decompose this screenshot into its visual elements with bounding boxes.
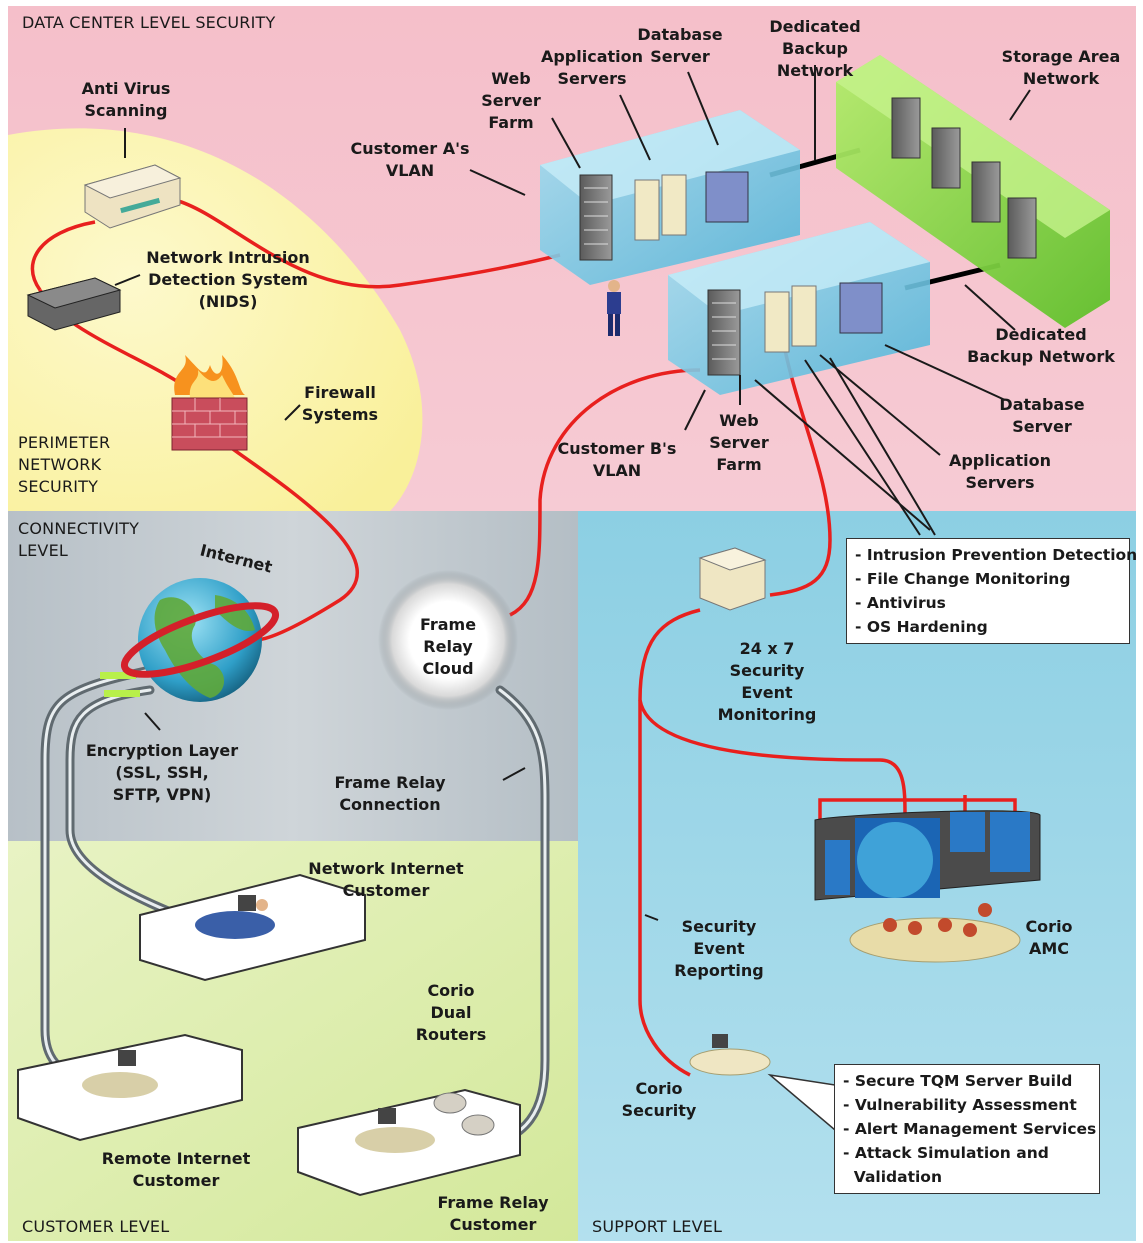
security-service-item: Validation bbox=[843, 1168, 942, 1186]
encryption-layer-label: Encryption Layer (SSL, SSH, SFTP, VPN) bbox=[85, 741, 239, 804]
customer-b-vlan-label: Customer B's VLAN bbox=[557, 439, 677, 480]
anti-virus-label: Anti Virus Scanning bbox=[81, 79, 171, 120]
remote-internet-customer-label: Remote Internet Customer bbox=[101, 1149, 251, 1190]
security-service-item: - Alert Management Services bbox=[843, 1120, 1097, 1138]
encryption-tunnel-icon bbox=[100, 672, 136, 679]
nids-label: Network Intrusion Detection System (NIDS… bbox=[146, 248, 310, 311]
storage-rack-icon bbox=[891, 97, 1037, 259]
frame-relay-connection-label: Frame Relay Connection bbox=[334, 773, 446, 814]
security-event-reporting-label: Security Event Reporting bbox=[674, 917, 764, 980]
cloud-icon bbox=[378, 570, 518, 710]
web-server-farm-b-label: Web Server Farm bbox=[709, 411, 769, 474]
storage-area-network-label: Storage Area Network bbox=[1001, 47, 1121, 88]
network-internet-customer-label: Network Internet Customer bbox=[308, 859, 464, 900]
monitoring-wall-icon bbox=[814, 810, 1041, 963]
server-features-box: - Intrusion Prevention Detection - File … bbox=[846, 538, 1138, 644]
globe-icon bbox=[120, 578, 280, 702]
router-icon bbox=[433, 1092, 495, 1136]
nids-appliance-icon bbox=[26, 277, 122, 331]
web-server-farm-a-label: Web Server Farm bbox=[481, 69, 541, 132]
firewall-icon bbox=[171, 355, 248, 451]
corio-dual-routers-label: Corio Dual Routers bbox=[415, 981, 487, 1044]
security-guard-icon bbox=[607, 280, 621, 336]
server-rack-icon bbox=[579, 171, 749, 261]
database-server-a-label: Database Server bbox=[637, 25, 723, 66]
server-rack-icon bbox=[707, 282, 883, 376]
security-service-item: - Attack Simulation and bbox=[843, 1144, 1049, 1162]
network-links bbox=[30, 198, 1017, 1077]
support-level-title: SUPPORT LEVEL bbox=[592, 1217, 723, 1236]
security-event-monitoring-label: 24 x 7 Security Event Monitoring bbox=[717, 639, 817, 724]
anti-virus-appliance-icon bbox=[83, 164, 182, 229]
workstation-icon bbox=[139, 873, 366, 982]
workstation-icon bbox=[689, 1034, 771, 1076]
corio-amc-label: Corio AMC bbox=[1025, 917, 1073, 958]
perimeter-level-title: PERIMETER NETWORK SECURITY bbox=[18, 433, 111, 496]
database-server-b-label: Database Server bbox=[999, 395, 1085, 436]
dedicated-backup-network-a-label: Dedicated Backup Network bbox=[769, 17, 861, 80]
security-services-box: - Secure TQM Server Build - Vulnerabilit… bbox=[834, 1064, 1100, 1194]
frame-relay-cloud-label: Frame Relay Cloud bbox=[419, 615, 477, 678]
workstation-icon bbox=[17, 1033, 243, 1142]
customer-level-title: CUSTOMER LEVEL bbox=[22, 1217, 170, 1236]
callout-pointers bbox=[114, 65, 1031, 921]
server-feature-item: - OS Hardening bbox=[855, 618, 988, 636]
application-servers-a-label: Application Servers bbox=[540, 47, 644, 88]
server-feature-item: - Antivirus bbox=[855, 594, 946, 612]
monitoring-server-icon bbox=[698, 547, 767, 611]
connectivity-level-title: CONNECTIVITY LEVEL bbox=[18, 519, 140, 560]
frame-relay-customer-label: Frame Relay Customer bbox=[437, 1193, 549, 1234]
corio-security-label: Corio Security bbox=[621, 1079, 697, 1120]
server-feature-item: - File Change Monitoring bbox=[855, 570, 1071, 588]
dedicated-backup-network-b-label: Dedicated Backup Network bbox=[967, 325, 1115, 366]
data-center-level-title: DATA CENTER LEVEL SECURITY bbox=[22, 13, 276, 32]
application-servers-b-label: Application Servers bbox=[948, 451, 1052, 492]
customer-a-vlan-label: Customer A's VLAN bbox=[350, 139, 470, 180]
security-service-item: - Secure TQM Server Build bbox=[843, 1072, 1073, 1090]
workstation-icon bbox=[297, 1088, 521, 1197]
server-feature-item: - Intrusion Prevention Detection bbox=[855, 546, 1138, 564]
firewall-label: Firewall Systems bbox=[301, 383, 379, 424]
security-service-item: - Vulnerability Assessment bbox=[843, 1096, 1077, 1114]
